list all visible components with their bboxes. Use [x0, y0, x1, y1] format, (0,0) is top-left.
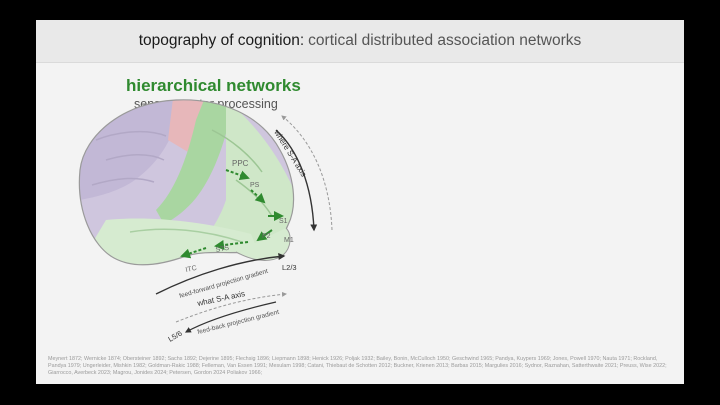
label-m1: M1: [284, 237, 294, 244]
label-s1: S1: [279, 218, 288, 225]
label-itc: ITC: [185, 265, 197, 274]
feed-back-label: feed-back projection gradient: [197, 309, 280, 336]
header-separator: :: [299, 32, 305, 49]
where-axis-dashed-arrow: [281, 115, 333, 231]
references-line-end: Poliakov 1966;: [226, 370, 263, 377]
where-axis-arrow: [275, 129, 318, 232]
slide-header: topography of cognition:cortical distrib…: [36, 20, 684, 63]
references-line: Meynert 1872; Wernicke 1874; Obersteiner…: [48, 356, 667, 377]
sensory-strip: [156, 99, 236, 224]
feed-back-arrow: [184, 301, 277, 333]
label-sts: STS: [215, 245, 230, 254]
references: Meynert 1872; Wernicke 1874; Obersteiner…: [48, 356, 674, 378]
slide: topography of cognition:cortical distrib…: [36, 20, 684, 384]
layer-bottom-label: L5/6: [167, 329, 184, 344]
layer-top-label: L2/3: [282, 263, 297, 272]
label-ps: PS: [250, 182, 260, 189]
figure-title: hierarchical networks: [126, 76, 301, 95]
brain-figure: PPC PS S1 P2 M1 ITC STS where S-A axis f…: [78, 99, 333, 344]
header-title-strong: topography of cognition: [138, 32, 300, 49]
motor-region: [168, 99, 211, 152]
label-ppc: PPC: [232, 159, 249, 168]
what-axis-dashed-arrow: [175, 291, 287, 323]
label-p2: P2: [262, 233, 271, 240]
feed-forward-arrow: [155, 253, 286, 295]
header-title-rest: cortical distributed association network…: [308, 32, 582, 49]
